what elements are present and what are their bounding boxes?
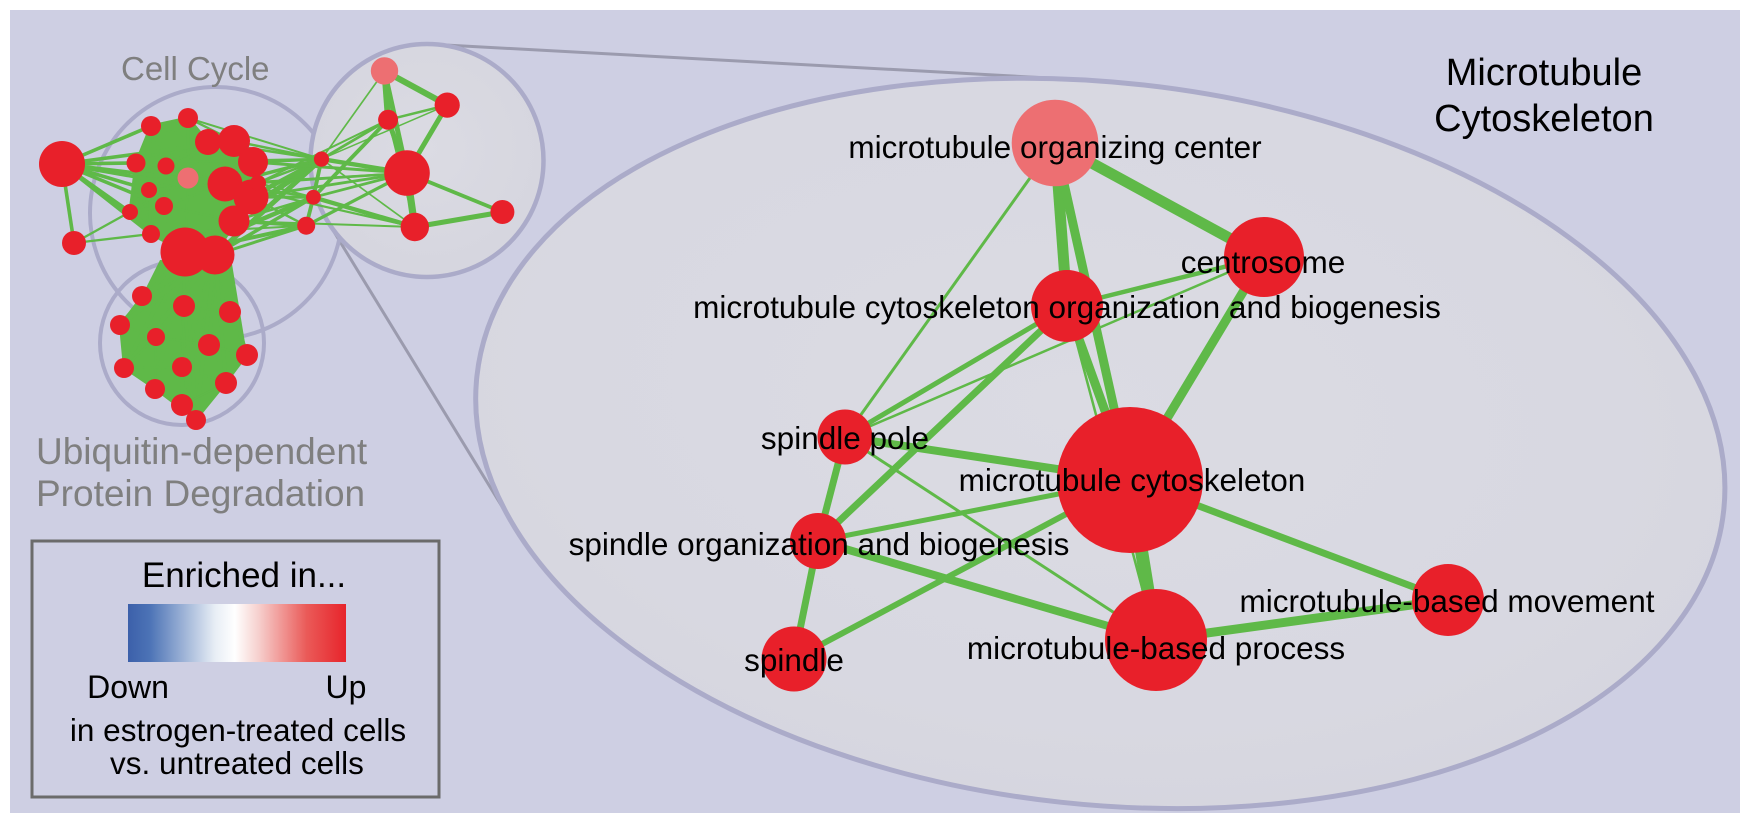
svg-text:spindle pole: spindle pole (761, 420, 929, 456)
svg-text:Up: Up (326, 669, 367, 705)
svg-text:Cytoskeleton: Cytoskeleton (1434, 98, 1654, 140)
svg-text:Ubiquitin-dependent: Ubiquitin-dependent (36, 431, 368, 472)
svg-text:Microtubule: Microtubule (1446, 52, 1642, 94)
svg-text:centrosome: centrosome (1181, 244, 1346, 280)
svg-text:microtubule organizing center: microtubule organizing center (848, 129, 1261, 165)
svg-text:Enriched in...: Enriched in... (142, 556, 346, 595)
svg-text:spindle organization and bioge: spindle organization and biogenesis (569, 526, 1070, 562)
svg-text:Cell Cycle: Cell Cycle (121, 50, 270, 87)
svg-text:microtubule cytoskeleton: microtubule cytoskeleton (959, 462, 1306, 498)
svg-text:microtubule-based movement: microtubule-based movement (1240, 583, 1655, 619)
svg-text:in estrogen-treated cells: in estrogen-treated cells (70, 712, 406, 748)
svg-text:vs. untreated cells: vs. untreated cells (110, 745, 364, 781)
svg-text:microtubule-based process: microtubule-based process (967, 630, 1345, 666)
svg-text:Down: Down (87, 669, 169, 705)
svg-text:microtubule cytoskeleton organ: microtubule cytoskeleton organization an… (693, 289, 1441, 325)
svg-text:Protein Degradation: Protein Degradation (36, 473, 365, 514)
svg-text:spindle: spindle (744, 642, 844, 678)
